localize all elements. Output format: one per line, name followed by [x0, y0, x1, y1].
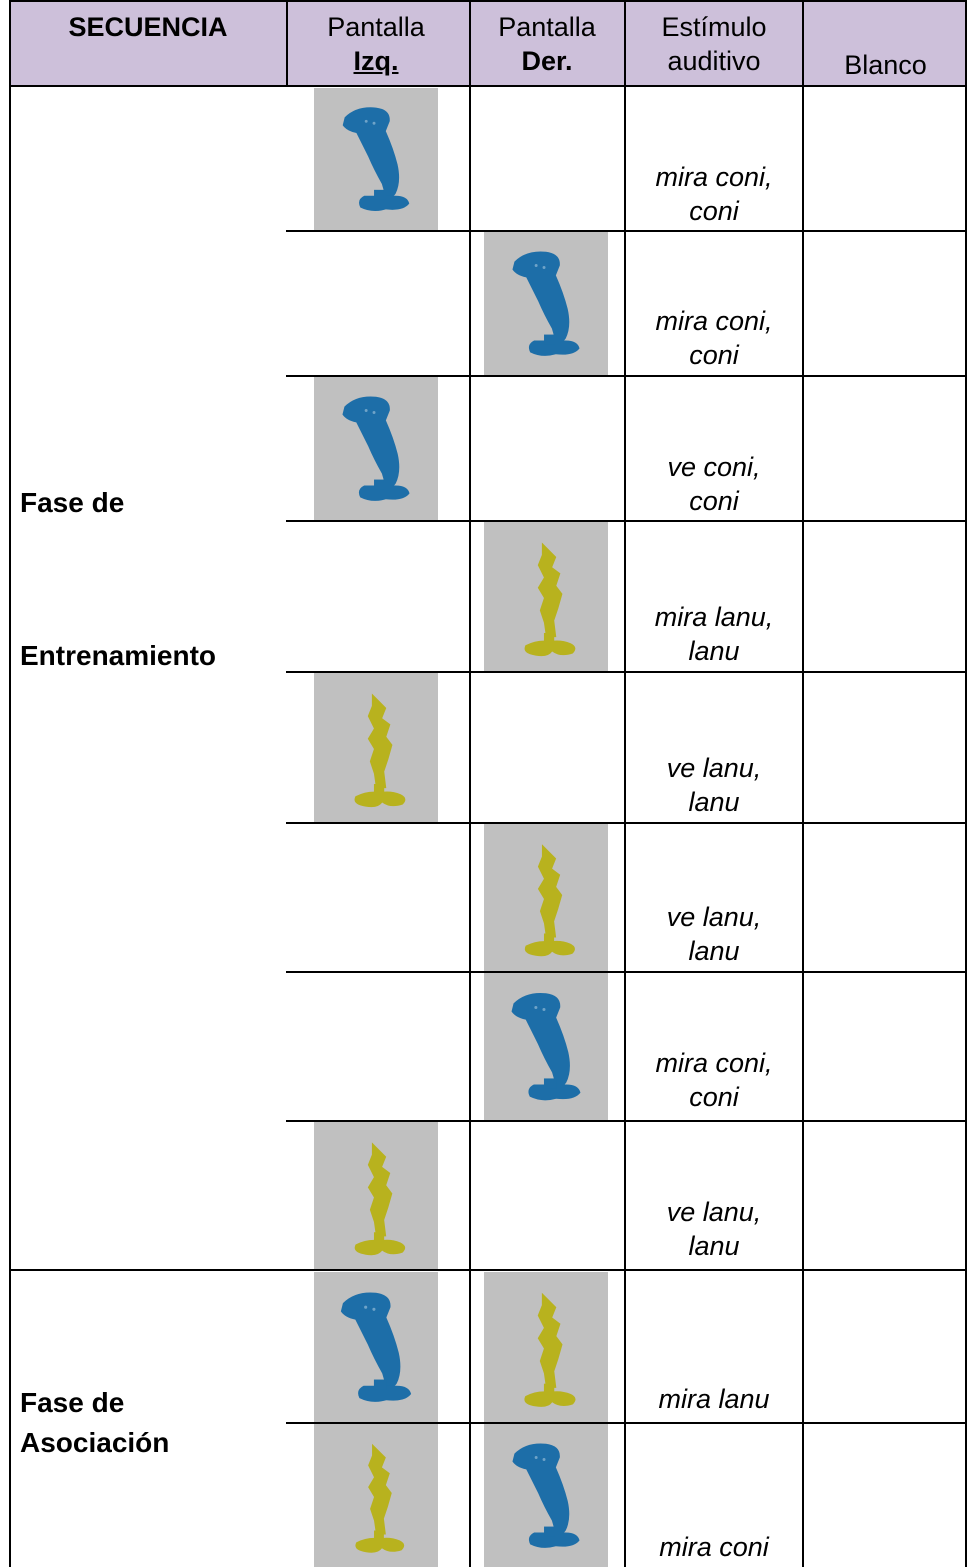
stimulus-line1: mira coni: [659, 1532, 769, 1562]
phase-association-label: Fase de Asociación: [20, 1383, 169, 1463]
coni-figure-icon: [512, 251, 580, 356]
lanu-figure-icon: [354, 1142, 406, 1256]
right-screen-image: [484, 1424, 608, 1567]
header-secuencia-label: SECUENCIA: [68, 12, 228, 42]
left-screen-image: [314, 1424, 438, 1567]
row-separator: [286, 1120, 967, 1122]
auditory-stimulus: ve lanu, lanu: [626, 1195, 802, 1263]
stimulus-line1: ve lanu,: [666, 1197, 762, 1227]
lanu-figure-icon: [524, 542, 576, 657]
auditory-stimulus: mira coni, coni: [626, 304, 802, 372]
phase-training-label-2: Entrenamiento: [20, 636, 216, 676]
right-screen-image: [484, 824, 608, 971]
grid-line: [9, 1269, 967, 1271]
row-separator: [286, 1422, 967, 1424]
auditory-stimulus: mira coni, coni: [626, 160, 802, 228]
header-der-line1: Pantalla: [498, 12, 596, 42]
right-screen-image: [484, 1272, 608, 1422]
left-screen-image: [314, 1272, 438, 1422]
grid-line: [9, 0, 967, 2]
coni-figure-icon: [342, 107, 410, 212]
grid-line: [9, 0, 11, 1567]
lanu-figure-icon: [524, 844, 575, 957]
phase-training-line2: Entrenamiento: [20, 640, 217, 671]
auditory-stimulus: ve lanu, lanu: [626, 900, 802, 968]
left-screen-image: [314, 88, 438, 230]
stimulus-line2: lanu: [688, 787, 740, 817]
stimulus-line2: coni: [689, 486, 739, 516]
coni-figure-icon: [511, 992, 581, 1101]
coni-figure-icon: [342, 396, 410, 501]
coni-figure-icon: [340, 1292, 412, 1402]
right-screen-image: [484, 522, 608, 671]
row-separator: [286, 822, 967, 824]
stimulus-line1: ve coni,: [667, 452, 761, 482]
header-secuencia: SECUENCIA: [10, 0, 286, 86]
header-izq-line1: Pantalla: [327, 12, 425, 42]
header-estimulo-line1: Estímulo: [661, 12, 767, 42]
auditory-stimulus: ve coni, coni: [626, 450, 802, 518]
header-estimulo-line2: auditivo: [667, 46, 761, 76]
grid-line: [469, 0, 471, 1567]
auditory-stimulus: mira coni, coni: [626, 1046, 802, 1114]
grid-line: [624, 0, 626, 1567]
stimulus-line1: ve lanu,: [666, 753, 762, 783]
stimulus-line2: coni: [689, 340, 739, 370]
right-screen-image: [484, 232, 608, 375]
header-pantalla-izq: Pantalla Izq.: [314, 0, 438, 86]
header-izq-line2: Izq.: [353, 46, 399, 76]
stimulus-line1: mira lanu: [658, 1384, 770, 1414]
header-pantalla-der: Pantalla Der.: [470, 0, 624, 86]
phase-training-line1: Fase de: [20, 487, 125, 518]
row-separator: [286, 230, 967, 232]
header-blanco: Blanco: [804, 0, 967, 86]
grid-line: [965, 0, 967, 1567]
stimulus-line2: lanu: [688, 1231, 740, 1261]
coni-figure-icon: [512, 1443, 580, 1548]
row-separator: [286, 671, 967, 673]
left-screen-image: [314, 377, 438, 520]
header-blanco-label: Blanco: [844, 50, 927, 80]
grid-line: [802, 0, 804, 1567]
lanu-figure-icon: [354, 693, 406, 808]
stimulus-line2: lanu: [688, 936, 740, 966]
stimulus-line1: mira lanu,: [654, 602, 774, 632]
stimulus-line1: mira coni,: [655, 162, 773, 192]
lanu-figure-icon: [355, 1443, 405, 1553]
stimulus-line1: mira coni,: [655, 306, 773, 336]
phase-training-label: Fase de: [20, 483, 124, 523]
header-estimulo: Estímulo auditivo: [626, 0, 802, 86]
header-background: [10, 0, 967, 86]
phase-association-line1: Fase de: [20, 1387, 125, 1418]
header-der-line2: Der.: [521, 46, 573, 76]
row-separator: [286, 520, 967, 522]
stimulus-line1: ve lanu,: [666, 902, 762, 932]
row-separator: [286, 971, 967, 973]
right-screen-image: [484, 973, 608, 1120]
stimulus-line2: coni: [689, 1082, 739, 1112]
grid-line: [9, 85, 967, 87]
auditory-stimulus: mira lanu, lanu: [626, 600, 802, 668]
row-separator: [286, 375, 967, 377]
stimulus-line2: coni: [689, 196, 739, 226]
left-screen-image: [314, 673, 438, 822]
left-screen-image: [314, 1122, 438, 1270]
grid-line: [286, 0, 288, 86]
auditory-stimulus: mira coni: [626, 1530, 802, 1564]
auditory-stimulus: ve lanu, lanu: [626, 751, 802, 819]
stimulus-line2: lanu: [688, 636, 740, 666]
stimulus-line1: mira coni,: [655, 1048, 773, 1078]
phase-association-line2: Asociación: [20, 1427, 170, 1458]
lanu-figure-icon: [524, 1292, 576, 1407]
auditory-stimulus: mira lanu: [626, 1382, 802, 1416]
